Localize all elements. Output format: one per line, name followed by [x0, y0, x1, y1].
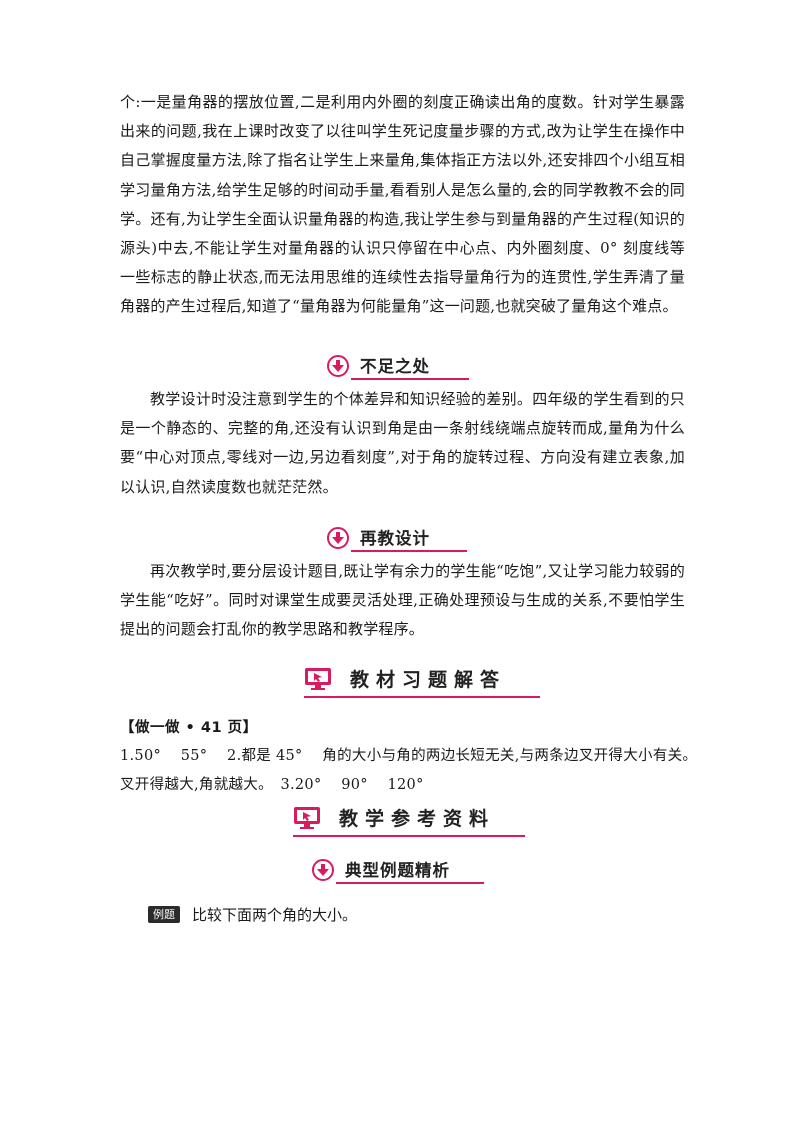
answers-body: 1.50° 55° 2.都是 45° 角的大小与角的两边长短无关,与两条边叉开得… — [120, 748, 698, 793]
intro-paragraph: 个:一是量角器的摆放位置,二是利用内外圈的刻度正确读出角的度数。针对学生暴露出来… — [120, 93, 685, 316]
section-header-redesign: 再教设计 — [327, 525, 467, 553]
section-title: 不足之处 — [360, 357, 430, 376]
example-text: 比较下面两个角的大小。 — [192, 906, 358, 924]
section-title: 教学参考资料 — [339, 808, 496, 830]
example-badge: 例题 — [148, 906, 180, 923]
section-title: 典型例题精析 — [345, 861, 450, 880]
down-arrow-circle-icon — [327, 527, 349, 549]
section-title: 再教设计 — [360, 529, 430, 548]
down-arrow-circle-icon — [312, 859, 334, 881]
section-header-examples: 典型例题精析 — [312, 857, 484, 885]
section-underline — [351, 550, 467, 552]
shortcomings-paragraph: 教学设计时没注意到学生的个体差异和知识经验的差别。四年级的学生看到的只是一个静态… — [120, 390, 685, 496]
section-underline — [351, 378, 469, 380]
section-underline — [293, 835, 525, 837]
monitor-cursor-icon — [293, 806, 321, 830]
section-header-shortcomings: 不足之处 — [327, 353, 469, 381]
down-arrow-circle-icon — [327, 355, 349, 377]
section-header-reference: 教学参考资料 — [293, 804, 525, 840]
section-title: 教材习题解答 — [350, 669, 507, 691]
section-underline — [336, 882, 484, 884]
section-underline — [304, 696, 540, 698]
redesign-paragraph: 再次教学时,要分层设计题目,既让学有余力的学生能“吃饱”,又让学习能力较弱的学生… — [120, 562, 685, 639]
monitor-cursor-icon — [304, 667, 332, 691]
answers-heading: 【做一做 • 41 页】 — [120, 720, 258, 736]
section-header-textbook-answers: 教材习题解答 — [304, 665, 540, 701]
